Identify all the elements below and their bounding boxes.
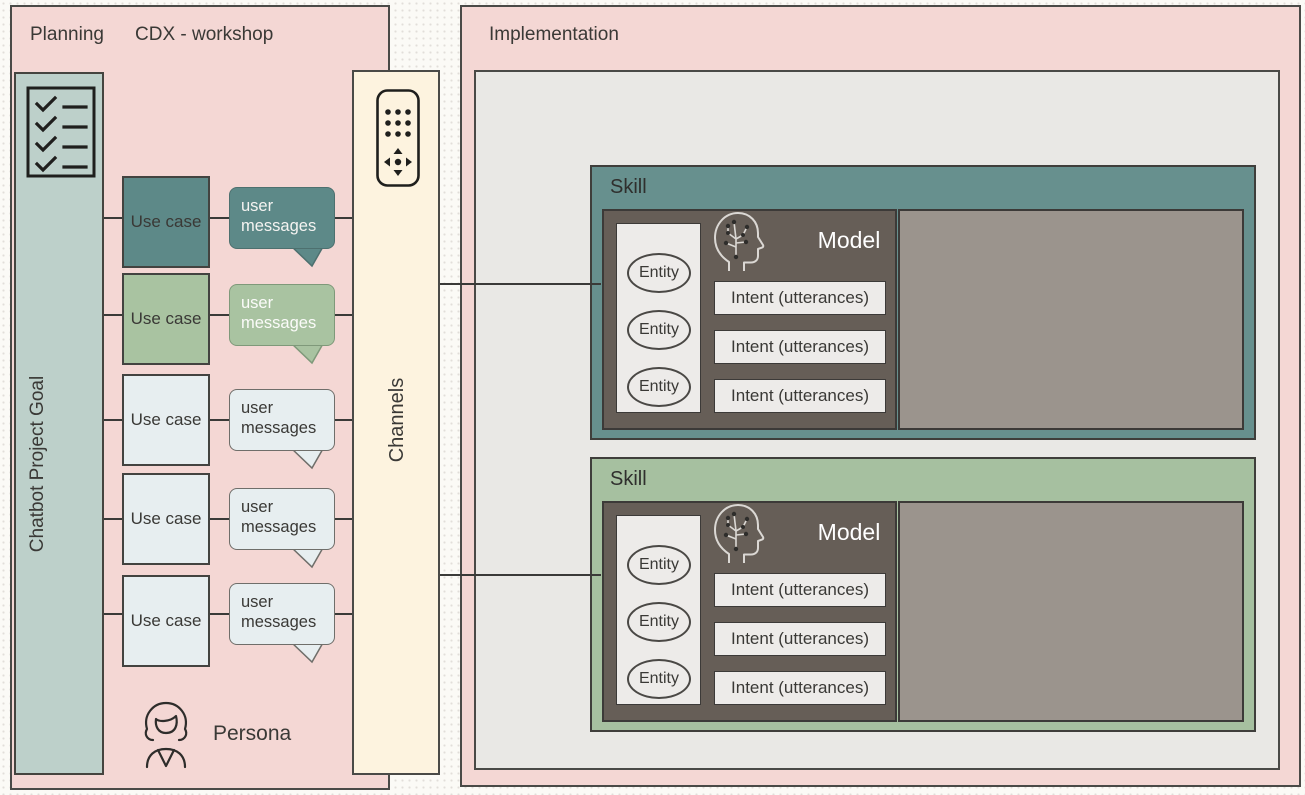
entity-label: Entity	[638, 378, 679, 395]
entity-label: Entity	[638, 670, 679, 687]
connector-line	[104, 314, 122, 316]
intent-label: Intent (utterances)	[731, 288, 869, 307]
user-messages-bubble: user messages	[229, 488, 335, 550]
intent-label: Intent (utterances)	[731, 337, 869, 356]
entity-label: Entity	[638, 321, 679, 338]
persona-icon	[144, 701, 188, 769]
use-case-box: Use case	[122, 374, 210, 466]
use-case-label: Use case	[130, 509, 202, 528]
skill-label: Skill	[610, 176, 647, 198]
connector-line	[335, 419, 352, 421]
use-case-box: Use case	[122, 273, 210, 365]
intent-label: Intent (utterances)	[731, 580, 869, 599]
entity-label: Entity	[638, 556, 679, 573]
entity-node: Entity	[627, 602, 691, 642]
connector-line	[104, 518, 122, 520]
channels-label: Channels	[386, 377, 408, 463]
connector-line	[210, 419, 229, 421]
channels-bar: Channels	[352, 70, 440, 775]
intent-box: Intent (utterances)	[714, 379, 886, 413]
connector-line	[104, 217, 122, 219]
connector-line	[440, 574, 601, 576]
model-box: Entity Entity Entity	[602, 501, 897, 722]
model-box: Entity Entity Entity	[602, 209, 897, 430]
entity-label: Entity	[638, 613, 679, 630]
user-messages-bubble: user messages	[229, 583, 335, 645]
intent-label: Intent (utterances)	[731, 386, 869, 405]
entity-node: Entity	[627, 253, 691, 293]
intent-label: Intent (utterances)	[731, 629, 869, 648]
entity-node: Entity	[627, 367, 691, 407]
user-messages-bubble: user messages	[229, 284, 335, 346]
skill-content-slot	[898, 209, 1244, 430]
intent-box: Intent (utterances)	[714, 281, 886, 315]
ai-head-icon	[714, 504, 765, 563]
connector-line	[335, 518, 352, 520]
connector-line	[210, 217, 229, 219]
entity-panel: Entity Entity Entity	[616, 515, 701, 705]
entity-node: Entity	[627, 659, 691, 699]
skill-box: Skill Entity Entity Entity	[590, 165, 1256, 440]
connector-line	[335, 613, 352, 615]
entity-node: Entity	[627, 310, 691, 350]
user-messages-bubble: user messages	[229, 389, 335, 451]
use-case-box: Use case	[122, 575, 210, 667]
workshop-label: CDX - workshop	[135, 24, 274, 45]
keypad-icon	[376, 89, 420, 187]
connector-line	[335, 217, 352, 219]
model-label: Model	[817, 519, 881, 545]
skill-box: Skill Entity Entity Entity	[590, 457, 1256, 732]
intent-box: Intent (utterances)	[714, 622, 886, 656]
ai-head-icon	[714, 212, 765, 271]
entity-node: Entity	[627, 545, 691, 585]
entity-panel: Entity Entity Entity	[616, 223, 701, 413]
skill-content-slot	[898, 501, 1244, 722]
intent-box: Intent (utterances)	[714, 573, 886, 607]
connector-line	[104, 419, 122, 421]
use-case-label: Use case	[130, 212, 202, 231]
connector-line	[210, 613, 229, 615]
persona-label: Persona	[213, 722, 292, 745]
skill-label: Skill	[610, 468, 647, 490]
user-messages-bubble: user messages	[229, 187, 335, 249]
use-case-box: Use case	[122, 473, 210, 565]
connector-line	[210, 314, 229, 316]
intent-box: Intent (utterances)	[714, 671, 886, 705]
goal-bar-label: Chatbot Project Goal	[27, 375, 48, 553]
intent-label: Intent (utterances)	[731, 678, 869, 697]
entity-label: Entity	[638, 264, 679, 281]
connector-line	[440, 283, 601, 285]
use-case-label: Use case	[130, 611, 202, 630]
planning-title: Planning	[30, 24, 104, 45]
chatbot-project-goal-bar: Chatbot Project Goal	[14, 72, 104, 775]
model-label: Model	[817, 227, 881, 253]
intent-box: Intent (utterances)	[714, 330, 886, 364]
connector-line	[104, 613, 122, 615]
use-case-label: Use case	[130, 410, 202, 429]
connector-line	[210, 518, 229, 520]
use-case-box: Use case	[122, 176, 210, 268]
implementation-title: Implementation	[489, 24, 619, 45]
connector-line	[335, 314, 352, 316]
checklist-icon	[26, 86, 96, 178]
use-case-label: Use case	[130, 309, 202, 328]
